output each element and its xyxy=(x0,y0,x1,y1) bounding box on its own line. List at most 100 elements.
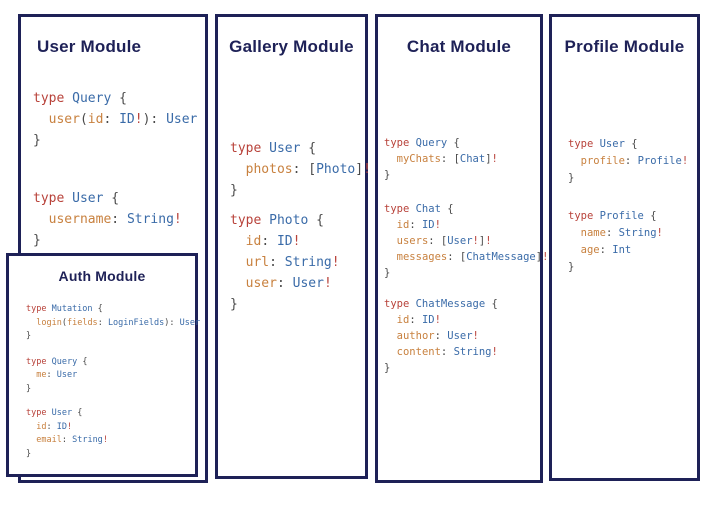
code-token: profile xyxy=(580,155,625,167)
code-token: { xyxy=(631,138,638,150)
code-token: { xyxy=(97,304,103,314)
code-token: ! xyxy=(656,227,663,239)
code-token: { xyxy=(316,213,324,228)
code-token xyxy=(230,162,246,177)
auth-code-block-3: type User { id: ID! email: String! } xyxy=(9,407,195,461)
code-token: ! xyxy=(102,435,108,445)
code-token: User xyxy=(447,330,473,342)
code-token: : xyxy=(409,314,422,326)
code-token: ( xyxy=(61,317,67,328)
code-token: ChatMessage xyxy=(466,251,536,263)
code-token: { xyxy=(308,141,317,156)
code-token: ID xyxy=(119,112,135,127)
code-token: String xyxy=(453,346,492,358)
code-token: ! xyxy=(472,330,479,342)
code-token xyxy=(568,244,581,256)
code-token: ] xyxy=(478,235,486,247)
code-token: User xyxy=(179,317,201,328)
code-token: login xyxy=(36,317,62,328)
code-token: : xyxy=(269,255,285,270)
user-code-block-2: type User { username: String! } xyxy=(21,188,205,251)
code-token: : xyxy=(599,244,613,256)
code-token: messages xyxy=(396,251,448,263)
code-token: photos xyxy=(245,162,293,177)
code-token: User xyxy=(269,141,309,156)
code-token xyxy=(568,155,581,167)
code-token: ] xyxy=(355,162,364,177)
code-token xyxy=(384,314,397,326)
gallery-module-panel: Gallery Module type User { photos: [Phot… xyxy=(215,14,371,479)
code-token: LoginFields xyxy=(107,317,165,328)
code-token: String xyxy=(126,212,174,227)
code-token: Chat xyxy=(415,203,448,215)
code-token: ( xyxy=(79,112,88,127)
code-token: : xyxy=(605,227,619,239)
code-token: } xyxy=(384,362,391,374)
code-token: User xyxy=(599,138,632,150)
code-token: } xyxy=(26,331,32,341)
user-module-code: type Query { user(id: ID!): User } type U… xyxy=(21,88,205,251)
code-token: ID xyxy=(276,234,293,249)
code-token: User xyxy=(166,112,198,127)
code-token: User xyxy=(292,276,324,291)
code-token: user xyxy=(48,112,80,127)
code-token xyxy=(26,370,36,380)
code-token: ! xyxy=(331,255,340,270)
code-token xyxy=(33,112,49,127)
code-token: : xyxy=(46,370,57,380)
code-token: ): xyxy=(142,112,167,127)
code-token: type xyxy=(26,356,52,367)
gallery-module-code: type User { photos: [Photo]! }type Photo… xyxy=(218,138,371,315)
code-token: } xyxy=(568,172,575,184)
code-token: : xyxy=(97,317,108,328)
code-token: ! xyxy=(173,212,182,227)
code-token xyxy=(384,235,397,247)
code-token xyxy=(33,212,49,227)
code-token: { xyxy=(650,210,657,222)
code-token: } xyxy=(384,267,391,279)
code-token: author xyxy=(396,330,435,342)
code-token: : xyxy=(261,234,277,249)
code-token: : xyxy=(46,421,57,432)
code-token: id xyxy=(396,219,410,231)
code-token: { xyxy=(111,191,120,206)
code-token: User xyxy=(447,235,473,247)
code-token: } xyxy=(568,261,575,273)
auth-module-code: type Mutation { login(fields: LoginField… xyxy=(9,303,200,461)
profile-code-block-1: type User { profile: Profile! } xyxy=(552,136,697,187)
code-token: ] xyxy=(535,251,543,263)
code-token: email xyxy=(36,435,62,445)
code-token: ! xyxy=(542,251,549,263)
code-token: ] xyxy=(485,153,492,165)
code-token: : xyxy=(61,435,73,445)
code-token: type xyxy=(568,138,600,150)
code-token: : xyxy=(434,330,448,342)
code-token: String xyxy=(72,435,103,445)
code-token: myChats xyxy=(396,153,441,165)
code-token: Photo xyxy=(269,213,317,228)
auth-code-block-2: type Query { me: User } xyxy=(9,356,195,397)
code-token: ! xyxy=(323,276,332,291)
code-token: type xyxy=(33,191,73,206)
code-token: ! xyxy=(491,346,498,358)
chat-module-code: type Query { myChats: [Chat]! }type Chat… xyxy=(378,135,548,376)
code-token: } xyxy=(26,383,32,394)
code-token xyxy=(230,276,246,291)
chat-code-block-3: type ChatMessage { id: ID! author: User!… xyxy=(378,296,540,376)
code-token xyxy=(568,227,581,239)
code-token: { xyxy=(491,298,498,310)
user-code-block-1: type Query { user(id: ID!): User } xyxy=(21,88,205,151)
code-token: users xyxy=(396,235,429,247)
code-token: age xyxy=(580,244,600,256)
user-module-title: User Module xyxy=(37,37,142,56)
code-token: type xyxy=(230,141,270,156)
code-token: Mutation xyxy=(51,304,98,314)
code-token: { xyxy=(119,91,127,106)
code-token: id xyxy=(87,112,104,127)
code-token: } xyxy=(33,233,41,248)
code-token: ! xyxy=(491,153,498,165)
code-token xyxy=(384,251,397,263)
code-token: Query xyxy=(51,356,83,367)
code-token: : [ xyxy=(447,251,467,263)
